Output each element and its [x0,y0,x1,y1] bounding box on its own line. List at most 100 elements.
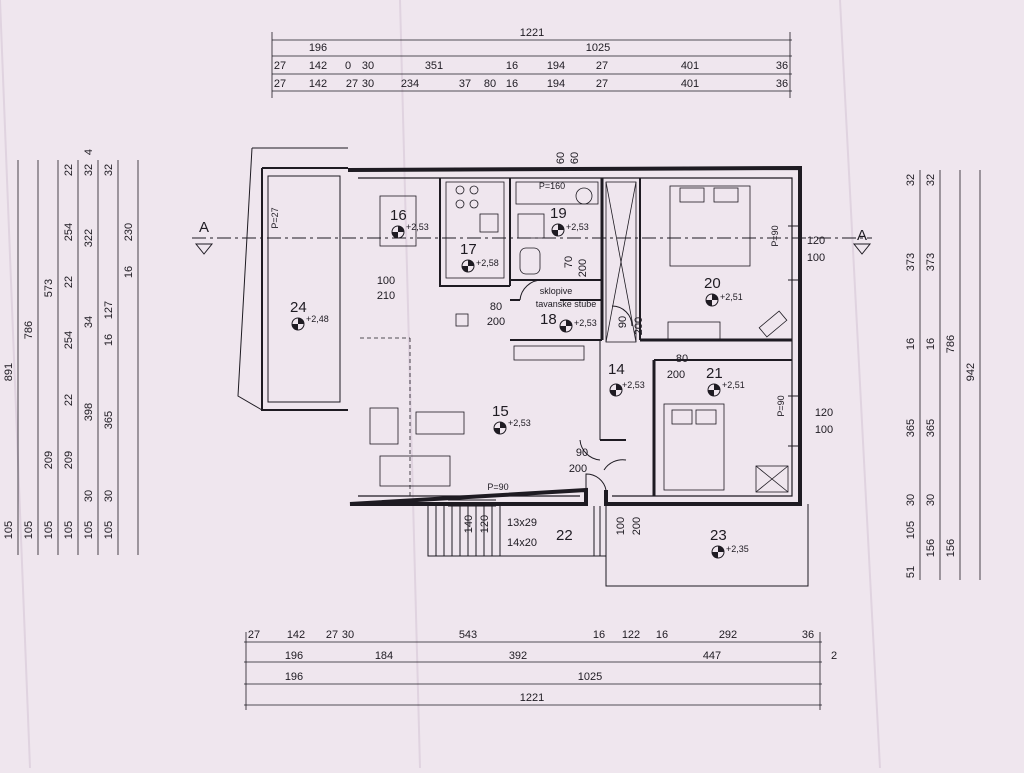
door-23-width: 100 [615,517,627,535]
dim-bottom-3: 196 [285,671,303,683]
dim-left-5: 34 [83,316,95,328]
dim-right-1: 365 [905,419,917,437]
dim-bottom-2: 447 [703,650,721,662]
living-fixtures [360,313,585,496]
window-21-height: 100 [815,424,833,436]
door-18-height: 200 [487,316,505,328]
door-15-height: 200 [569,463,587,475]
door-20-height: 200 [667,369,685,381]
dim-bottom-1: 292 [719,629,737,641]
room-20-number: 20 [704,275,721,292]
dim-left-4: 209 [63,451,75,469]
left-dimensions [17,160,139,555]
level-marker-icon [610,384,622,396]
stairs-note-line-2: tavanske stube [536,299,597,309]
room-18-level: +2,53 [574,318,597,328]
dim-top-3: 27 [274,60,286,72]
room-16: 16 +2,53 [390,207,429,239]
room-14: 14 +2,53 [608,361,645,397]
level-marker-icon [552,224,564,236]
window-20-width: 120 [807,235,825,247]
openings [448,225,800,507]
parapet-20: P=90 [770,225,780,246]
dim-left-4: 22 [63,164,75,176]
room-24: 24 +2,48 [290,299,329,331]
dim-left-1: 891 [3,363,15,381]
dim-left-2: 786 [23,321,35,339]
room-15-level: +2,53 [508,418,531,428]
dim-bottom-2: 392 [509,650,527,662]
dim-right-1: 51 [905,566,917,578]
dim-top-2-a: 196 [309,42,327,54]
level-marker-icon [706,294,718,306]
door-24-width: 100 [377,275,395,287]
dim-bottom-1: 16 [656,629,668,641]
dim-right-2: 365 [925,419,937,437]
dim-left-6: 16 [103,334,115,346]
dim-bottom-2: 184 [375,650,393,662]
dim-right-2: 373 [925,253,937,271]
room-18-number: 18 [540,311,557,328]
window-15-width: 140 [463,515,475,533]
room-21: 21 +2,51 [706,365,745,397]
dim-bottom-total: 1221 [520,692,544,704]
dim-bottom-1: 27 [326,629,338,641]
walls [237,147,802,506]
door-19-height: 200 [577,259,589,277]
dim-right-2: 156 [925,539,937,557]
parapet-19: P=160 [539,181,565,191]
window-15-height: 120 [479,515,491,533]
level-marker-icon [292,318,304,330]
level-marker-icon [708,384,720,396]
room-24-level: +2,48 [306,314,329,324]
room-23-level: +2,35 [726,544,749,554]
dim-bottom-1: 16 [593,629,605,641]
section-marker-left: A [199,219,209,236]
dim-top-4: 37 [459,78,471,90]
room-19: 19 +2,53 [550,205,589,237]
section-marker-right: A [857,227,867,244]
dim-left-6: 365 [103,411,115,429]
level-marker-icon [462,260,474,272]
stairs-note-line-1: sklopive [540,286,573,296]
dim-right-1: 30 [905,494,917,506]
dim-bottom-1: 30 [342,629,354,641]
dim-left-6: 16 [123,266,135,278]
dim-top-3: 194 [547,60,565,72]
room-17-number: 17 [460,241,477,258]
dim-top-total: 1221 [520,27,544,39]
room-21-number: 21 [706,365,723,382]
dim-top-4: 194 [547,78,565,90]
room-23-number: 23 [710,527,727,544]
door-19-width: 70 [563,256,575,268]
dim-right-3: 156 [945,539,957,557]
dim-left-4: 22 [63,394,75,406]
kitchen-fixtures [379,181,505,279]
dim-left-3: 105 [43,521,55,539]
dim-top-3: 401 [681,60,699,72]
room-17-level: +2,58 [476,258,499,268]
dim-top-4: 234 [401,78,419,90]
dim-bottom-1: 36 [802,629,814,641]
dim-bottom-1: 543 [459,629,477,641]
dim-right-2: 32 [925,174,937,186]
room-19-number: 19 [550,205,567,222]
outdoor-areas [427,504,809,587]
dim-left-5: 30 [83,490,95,502]
dim-top-4: 142 [309,78,327,90]
dim-left-4: 254 [63,223,75,241]
dim-right-2: 30 [925,494,937,506]
dim-right-4: 942 [965,363,977,381]
door-24-height: 210 [377,290,395,302]
dim-bottom-1: 27 [248,629,260,641]
dim-top-4: 16 [506,78,518,90]
dim-right-3: 786 [945,335,957,353]
parapet-15: P=90 [487,482,508,492]
dim-left-5: 32 [83,164,95,176]
dim-bottom-2: 196 [285,650,303,662]
door-15-width: 90 [576,447,588,459]
dim-left-4: 22 [63,276,75,288]
dim-left-5: 398 [83,403,95,421]
dim-left-5: 322 [83,229,95,247]
